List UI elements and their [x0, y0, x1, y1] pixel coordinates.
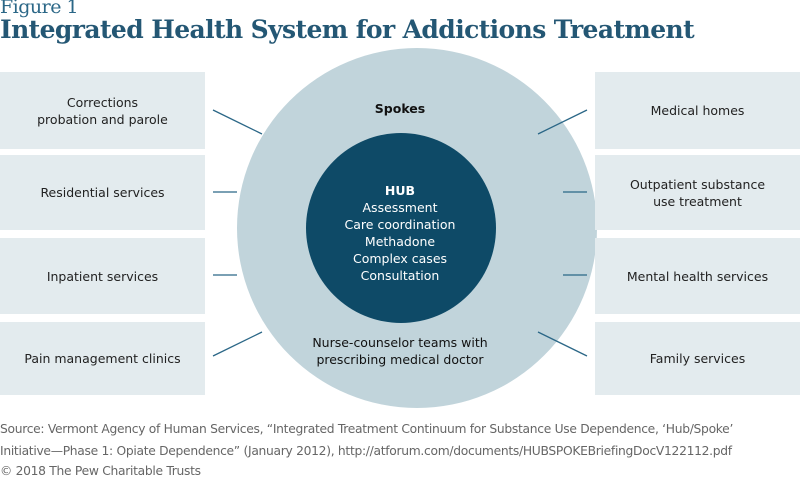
spokes-description: Nurse-counselor teams with prescribing m…	[300, 334, 500, 368]
source-note: Source: Vermont Agency of Human Services…	[0, 418, 733, 462]
hub-circle	[306, 133, 496, 323]
figure-title: Integrated Health System for Addictions …	[0, 15, 695, 44]
spoke-box-corrections: Corrections probation and parole	[0, 72, 205, 149]
spoke-box-inpatient: Inpatient services	[0, 238, 205, 314]
source-line: Initiative—Phase 1: Opiate Dependence” (…	[0, 444, 732, 458]
spoke-box-medical-homes: Medical homes	[595, 72, 800, 149]
spoke-box-residential: Residential services	[0, 155, 205, 230]
copyright: © 2018 The Pew Charitable Trusts	[0, 464, 201, 478]
hub-item: Care coordination	[344, 217, 456, 232]
hub-label: HUB	[384, 183, 416, 198]
source-line: Source: Vermont Agency of Human Services…	[0, 422, 734, 436]
spokes-description-line: prescribing medical doctor	[316, 352, 484, 367]
hub-content: HUB Assessment Care coordination Methado…	[300, 182, 500, 284]
hub-item: Methadone	[364, 234, 436, 249]
spokes-label: Spokes	[374, 101, 426, 116]
connector	[212, 109, 263, 135]
spoke-box-outpatient: Outpatient substance use treatment	[595, 155, 800, 230]
connector	[212, 331, 263, 357]
spoke-box-mental-health: Mental health services	[595, 238, 800, 314]
spokes-description-line: Nurse-counselor teams with	[312, 335, 488, 350]
spoke-box-pain-management: Pain management clinics	[0, 322, 205, 395]
figure-label: Figure 1	[0, 0, 79, 18]
spoke-box-family: Family services	[595, 322, 800, 395]
hub-item: Assessment	[362, 200, 438, 215]
hub-item: Consultation	[360, 268, 440, 283]
hub-item: Complex cases	[352, 251, 448, 266]
connector	[537, 331, 588, 357]
connector	[537, 109, 588, 135]
